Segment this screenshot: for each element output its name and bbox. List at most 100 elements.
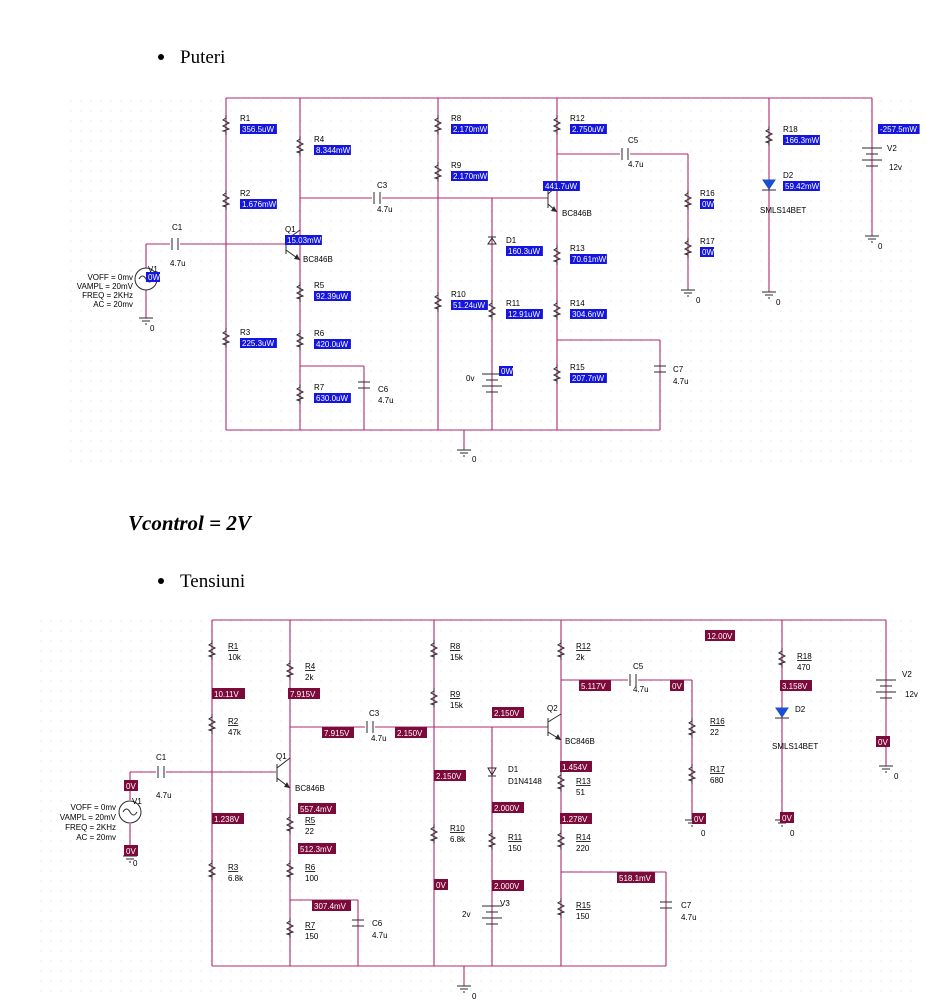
d1-power-icon <box>487 236 497 245</box>
r4-label: R4 <box>314 135 325 144</box>
voff-label: VOFF = 0mv <box>87 273 133 282</box>
r4-label: R4 <box>305 662 316 671</box>
r3-value: 6.8k <box>228 874 244 883</box>
r12-power-value: 2.750uW <box>572 125 604 134</box>
c1-label: C1 <box>172 223 183 232</box>
r18-label: R18 <box>797 652 812 661</box>
ground-icon <box>879 765 893 773</box>
power-static-labels: C1 4.7u C3 4.7u C5 4.7u C6 4.7u C7 4.7u … <box>148 136 902 405</box>
r5-label: R5 <box>314 281 325 290</box>
c5-label: C5 <box>628 136 639 145</box>
power-badge-r4: R48.344mW <box>314 135 351 155</box>
r16-power-value: 0W <box>702 200 714 209</box>
c6-value: 4.7u <box>372 931 388 940</box>
power-badge-d1: D1 160.3uW <box>506 236 543 256</box>
r1-value: 10k <box>228 653 242 662</box>
q1-power-value: 15.03mW <box>287 236 322 245</box>
grid-background <box>68 96 920 468</box>
ground-label: 0 <box>790 829 795 838</box>
power-ground-labels: 0 0 0 0 0 <box>150 242 883 464</box>
r6-value: 100 <box>305 874 319 883</box>
r14-label: R14 <box>570 299 585 308</box>
r1-power-box <box>240 124 277 134</box>
v2-power-battery-icon <box>862 147 882 167</box>
voltage-wires <box>129 619 887 986</box>
r6-label: R6 <box>305 863 316 872</box>
r18-power-box <box>783 135 820 145</box>
v3-voltage-battery-icon <box>482 905 502 925</box>
d2-type: SMLS14BET <box>772 742 818 751</box>
voltage-schematic: 0 0 0 0 0 R1 10k R2 47k R3 6.8k R4 2k R5… <box>38 617 920 1001</box>
r7-power-box <box>314 393 351 403</box>
r12-label: R12 <box>570 114 585 123</box>
v2-label: V2 <box>902 670 912 679</box>
d1-label: D1 <box>506 236 517 245</box>
r5-label: R5 <box>305 816 316 825</box>
r11-label: R11 <box>506 299 521 308</box>
ground-label: 0 <box>701 829 706 838</box>
power-badges: R1356.5uWR21.676mWR3225.3uWR48.344mWQ115… <box>146 114 920 403</box>
q2-base-voltage: 2.150V <box>494 709 520 718</box>
r11-power-box <box>506 309 543 319</box>
r11-power-value: 12.91uW <box>508 310 540 319</box>
ground-icon <box>865 235 879 243</box>
power-ground-icons <box>139 235 879 457</box>
r8-power-box <box>451 124 488 134</box>
r16-label: R16 <box>700 189 715 198</box>
q2-power-box <box>543 181 580 191</box>
v3-label: V3 <box>500 899 510 908</box>
power-badge-r11: R11 12.91uW <box>506 299 543 319</box>
r3-power-box <box>240 338 277 348</box>
bullet-dot-icon <box>158 53 164 60</box>
voltage-source-params: VOFF = 0mv VAMPL = 20mV FREQ = 2KHz AC =… <box>60 803 117 842</box>
r13-label: R13 <box>570 244 585 253</box>
c1-value: 4.7u <box>156 791 172 800</box>
r2-label: R2 <box>240 189 251 198</box>
ground-icon <box>681 289 695 297</box>
power-badge-r5: R5 92.39uW <box>314 281 351 301</box>
voltage-capacitors <box>157 674 672 927</box>
v1-label: V1 <box>132 797 142 806</box>
power-badge-r15: R15 207.7nW <box>570 363 607 383</box>
c3-label: C3 <box>377 181 388 190</box>
v3-power-value: 0W <box>501 367 513 376</box>
r9-power-box <box>451 171 488 181</box>
q1-voltage-icon <box>284 782 290 788</box>
r15-label: R15 <box>570 363 585 372</box>
bullet-power-text: Puteri <box>180 47 226 68</box>
d2-label: D2 <box>795 705 806 714</box>
r13-value: 51 <box>576 788 585 797</box>
power-badge-v2: -257.5mW <box>878 124 920 134</box>
r5-power-box <box>314 291 351 301</box>
r10-label: R10 <box>451 290 466 299</box>
r13-power-value: 70.61mW <box>572 255 607 264</box>
power-source-params: VOFF = 0mv VAMPL = 20mV FREQ = 2KHz AC =… <box>77 273 134 309</box>
r6-label: R6 <box>314 329 325 338</box>
c7-label: C7 <box>673 365 684 374</box>
v1-top-voltage: 0V <box>126 782 136 791</box>
r9-value: 15k <box>450 701 464 710</box>
d1-bottom-voltage: 2.000V <box>494 804 520 813</box>
v2-value: 12v <box>905 690 918 699</box>
r5-power-value: 92.39uW <box>316 292 348 301</box>
q1-power-icon <box>294 254 300 260</box>
r14-label: R14 <box>576 833 591 842</box>
bullet-voltage: Tensiuni <box>158 571 245 593</box>
q1-type: BC846B <box>303 255 333 264</box>
v3-power-battery-icon <box>482 373 502 393</box>
d2-label: D2 <box>783 171 794 180</box>
q2-emitter-voltage: 1.454V <box>562 763 588 772</box>
c5-value: 4.7u <box>628 160 644 169</box>
v2-bottom-voltage: 0V <box>878 738 888 747</box>
v1-bottom-voltage: 0V <box>126 847 136 856</box>
power-capacitors <box>171 148 666 389</box>
d1-power-value: 160.3uW <box>508 247 540 256</box>
r18-bottom-voltage: 3.158V <box>782 682 808 691</box>
r17-bottom-voltage: 0V <box>694 815 704 824</box>
r15-power-value: 207.7nW <box>572 374 604 383</box>
r14-power-box <box>570 309 607 319</box>
r13-bottom-voltage: 1.278V <box>562 815 588 824</box>
